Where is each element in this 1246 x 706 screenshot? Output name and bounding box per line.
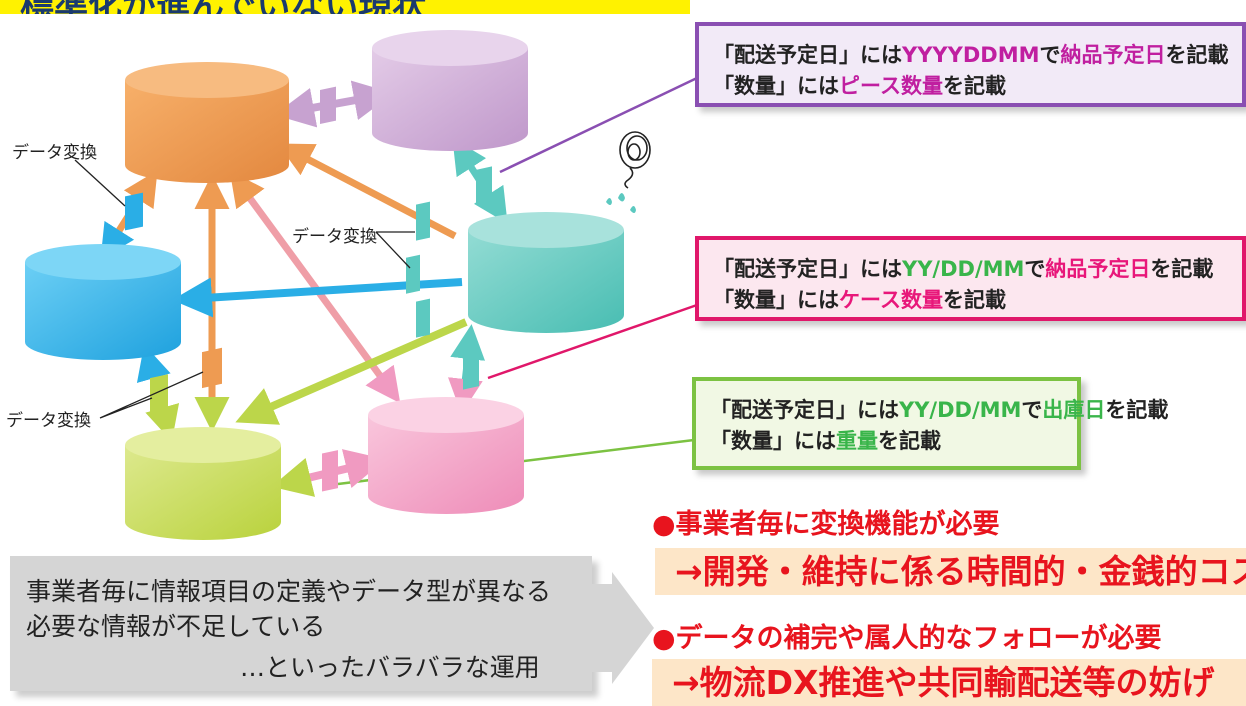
note-connector-pink	[487, 303, 698, 380]
note-highlight: YY/DD/MM	[902, 257, 1025, 281]
converter-label: データ変換	[292, 227, 377, 247]
note-text: を記載	[1150, 257, 1214, 281]
db-cylinder-teal	[468, 212, 624, 333]
summary-line-3: …といったバラバラな運用	[240, 653, 540, 682]
converter-box	[125, 192, 143, 231]
note-text: 「配送予定日」には	[710, 398, 899, 422]
page-title: 標準化が進んでいない現状	[20, 0, 426, 14]
note-highlight: YYYYDDMM	[902, 43, 1040, 67]
note-text: 「配送予定日」には	[713, 43, 902, 67]
note-highlight: 重量	[836, 429, 878, 453]
note-highlight: 納品予定日	[1045, 257, 1151, 281]
note-text: を記載	[942, 74, 1006, 98]
note-line: 「数量」にはケース数量を記載	[713, 285, 1232, 316]
note-pink: 「配送予定日」にはYY/DD/MMで納品予定日を記載 「数量」にはケース数量を記…	[695, 236, 1246, 321]
note-text: を記載	[1165, 43, 1229, 67]
converter-box	[320, 86, 336, 124]
db-cylinder-purple	[372, 30, 528, 151]
note-text: で	[1024, 257, 1046, 281]
cost-text-1: →開発・維持に係る時間的・金銭的コスト	[675, 552, 1246, 591]
converter-box	[406, 254, 420, 294]
converter-box	[202, 347, 222, 389]
note-highlight: ケース数量	[839, 288, 943, 312]
converter-label: データ変換	[6, 411, 91, 431]
note-green: 「配送予定日」にはYY/DD/MMで出庫日を記載 「数量」には重量を記載	[692, 377, 1168, 470]
note-line: 「配送予定日」にはYYYYDDMMで納品予定日を記載	[713, 40, 1232, 71]
note-text: を記載	[942, 288, 1006, 312]
db-cylinder-pink	[368, 397, 524, 514]
cost-banner-1: →開発・維持に係る時間的・金銭的コスト	[655, 548, 1246, 595]
leader-line	[99, 371, 204, 419]
note-text: 「数量」には	[710, 429, 836, 453]
note-text: で	[1039, 43, 1061, 67]
converter-box	[463, 350, 479, 390]
note-line: 「数量」にはピース数量を記載	[713, 71, 1232, 102]
db-cylinder-orange	[125, 62, 289, 183]
leader-line	[74, 159, 126, 207]
right-arrow-icon	[592, 572, 654, 684]
note-highlight: 納品予定日	[1060, 43, 1166, 67]
note-connector-purple	[499, 76, 698, 174]
note-text: を記載	[1105, 398, 1169, 422]
note-line: 「配送予定日」にはYY/DD/MMで納品予定日を記載	[713, 254, 1232, 285]
note-highlight: ピース数量	[839, 74, 943, 98]
leader-line	[375, 231, 415, 269]
converter-box	[476, 166, 492, 204]
summary-line-2: 必要な情報が不足している	[26, 612, 326, 641]
note-text: 「数量」には	[713, 74, 839, 98]
bullet-followup-needed: ●データの補完や属人的なフォローが必要	[652, 623, 1162, 654]
note-text: で	[1021, 398, 1043, 422]
note-purple: 「配送予定日」にはYYYYDDMMで納品予定日を記載 「数量」にはピース数量を記…	[695, 22, 1246, 107]
arrow-teal-green	[235, 318, 468, 425]
converter-box	[150, 374, 168, 415]
cost-text-2: →物流DX推進や共同輸配送等の妨げ	[672, 663, 1215, 702]
note-highlight: 出庫日	[1042, 398, 1106, 422]
note-text: 「数量」には	[713, 288, 839, 312]
converter-label: データ変換	[12, 143, 97, 163]
summary-box: 事業者毎に情報項目の定義やデータ型が異なる 必要な情報が不足している …といった…	[10, 556, 592, 691]
note-highlight: YY/DD/MM	[899, 398, 1022, 422]
converter-box	[416, 298, 430, 338]
db-cylinder-green	[125, 427, 281, 540]
note-text: 「配送予定日」には	[713, 257, 902, 281]
confused-scribble-icon	[619, 131, 651, 189]
note-text: を記載	[878, 429, 941, 453]
converter-box	[322, 450, 338, 492]
note-line: 「配送予定日」にはYY/DD/MMで出庫日を記載	[710, 395, 1168, 426]
sweat-drops-icon	[606, 193, 636, 213]
title-banner: 標準化が進んでいない現状	[0, 0, 690, 14]
note-line: 「数量」には重量を記載	[710, 426, 1067, 457]
summary-line-1: 事業者毎に情報項目の定義やデータ型が異なる	[26, 577, 552, 606]
arrow-orange-pink	[229, 170, 401, 404]
bullet-conversion-needed: ●事業者毎に変換機能が必要	[652, 509, 1000, 540]
cost-banner-2: →物流DX推進や共同輸配送等の妨げ	[652, 659, 1246, 706]
converter-box	[416, 201, 430, 241]
db-cylinder-blue	[25, 244, 181, 360]
